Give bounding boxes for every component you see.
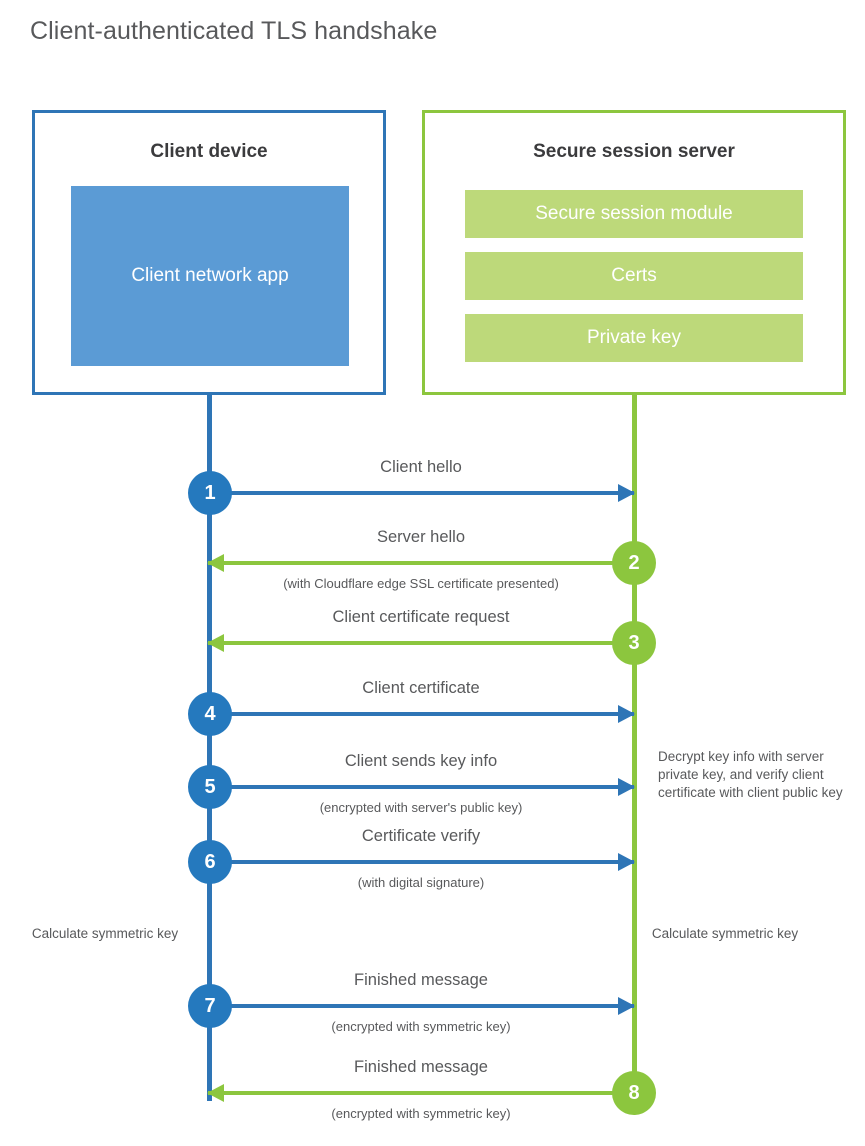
message-label-2: Server hello xyxy=(376,528,466,546)
client-lifeline xyxy=(207,394,212,1101)
message-sublabel-6: (with digital signature) xyxy=(357,875,485,890)
message-sublabel-2: (with Cloudflare edge SSL certificate pr… xyxy=(283,576,559,591)
server-component-stack: Secure session module Certs Private key xyxy=(465,190,803,362)
message-label-5: Client sends key info xyxy=(344,752,498,770)
server-block-secure-session-module: Secure session module xyxy=(465,190,803,238)
step-badge-8: 8 xyxy=(612,1071,656,1115)
message-label-4: Client certificate xyxy=(362,679,480,697)
secure-session-server-title: Secure session server xyxy=(533,141,735,162)
arrowhead-icon xyxy=(618,705,635,723)
arrowhead-icon xyxy=(618,484,635,502)
message-sublabel-8: (encrypted with symmetric key) xyxy=(331,1106,511,1121)
step-badge-1: 1 xyxy=(188,471,232,515)
step-badge-5: 5 xyxy=(188,765,232,809)
arrowhead-icon xyxy=(618,853,635,871)
arrowhead-icon xyxy=(618,997,635,1015)
message-line-8 xyxy=(208,1091,634,1095)
step-badge-3: 3 xyxy=(612,621,656,665)
message-line-1 xyxy=(208,491,634,495)
client-device-title: Client device xyxy=(150,141,268,162)
server-block-certs: Certs xyxy=(465,252,803,300)
message-line-5 xyxy=(208,785,634,789)
message-sublabel-5: (encrypted with server's public key) xyxy=(319,800,523,815)
client-device-box: Client device Client network app xyxy=(32,110,386,395)
step-badge-7: 7 xyxy=(188,984,232,1028)
message-label-8: Finished message xyxy=(354,1058,488,1076)
server-decrypt-note: Decrypt key info with server private key… xyxy=(658,749,843,800)
step-badge-4: 4 xyxy=(188,692,232,736)
arrowhead-icon xyxy=(207,554,224,572)
message-sublabel-7: (encrypted with symmetric key) xyxy=(331,1019,511,1034)
arrowhead-icon xyxy=(618,778,635,796)
message-line-4 xyxy=(208,712,634,716)
message-label-1: Client hello xyxy=(380,458,462,476)
secure-session-server-box: Secure session server Secure session mod… xyxy=(422,110,846,395)
message-line-7 xyxy=(208,1004,634,1008)
arrowhead-icon xyxy=(207,1084,224,1102)
client-calculate-symmetric-key-note: Calculate symmetric key xyxy=(31,926,179,941)
step-badge-2: 2 xyxy=(612,541,656,585)
step-badge-6: 6 xyxy=(188,840,232,884)
message-label-3: Client certificate request xyxy=(332,608,510,626)
server-lifeline xyxy=(632,394,637,1093)
server-block-private-key: Private key xyxy=(465,314,803,362)
server-calculate-symmetric-key-note: Calculate symmetric key xyxy=(651,926,799,941)
arrowhead-icon xyxy=(207,634,224,652)
message-label-6: Certificate verify xyxy=(361,827,481,845)
message-line-3 xyxy=(208,641,634,645)
message-label-7: Finished message xyxy=(354,971,488,989)
client-network-app-block: Client network app xyxy=(71,186,349,366)
message-line-2 xyxy=(208,561,634,565)
page-title: Client-authenticated TLS handshake xyxy=(30,17,438,45)
message-line-6 xyxy=(208,860,634,864)
